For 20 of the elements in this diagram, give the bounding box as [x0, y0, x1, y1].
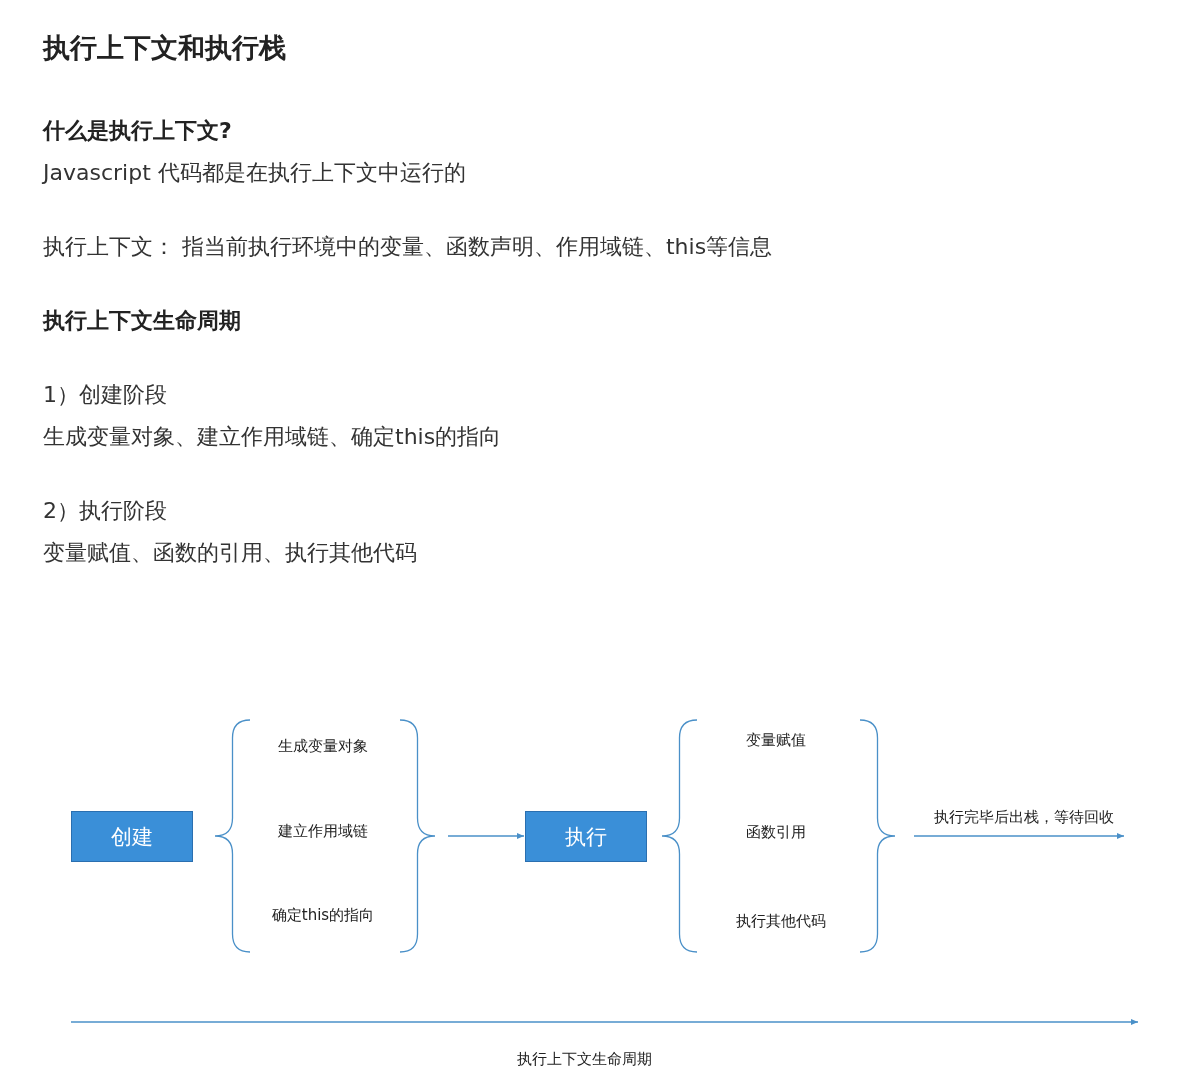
- timeline-label: 执行上下文生命周期: [516, 1049, 652, 1069]
- step-heading: 2）执行阶段: [43, 497, 167, 525]
- section-heading: 什么是执行上下文?: [43, 117, 232, 145]
- list-item: 确定this的指向: [271, 905, 375, 925]
- arrow-label: 执行完毕后出栈，等待回收: [934, 807, 1114, 827]
- body-text: 执行上下文： 指当前执行环境中的变量、函数声明、作用域链、this等信息: [43, 233, 773, 261]
- process-box: 执行: [525, 811, 647, 862]
- list-item: 变量赋值: [746, 730, 806, 750]
- list-item: 建立作用域链: [278, 821, 368, 841]
- list-item: 执行其他代码: [736, 911, 826, 931]
- section-heading: 执行上下文生命周期: [43, 307, 241, 335]
- list-item: 生成变量对象: [278, 736, 368, 756]
- page-title: 执行上下文和执行栈: [43, 31, 286, 65]
- body-text: 生成变量对象、建立作用域链、确定this的指向: [43, 423, 502, 451]
- body-text: Javascript 代码都是在执行上下文中运行的: [43, 159, 466, 187]
- step-heading: 1）创建阶段: [43, 381, 167, 409]
- body-text: 变量赋值、函数的引用、执行其他代码: [43, 539, 417, 567]
- process-box: 创建: [71, 811, 193, 862]
- list-item: 函数引用: [746, 822, 806, 842]
- arrow: [447, 833, 525, 839]
